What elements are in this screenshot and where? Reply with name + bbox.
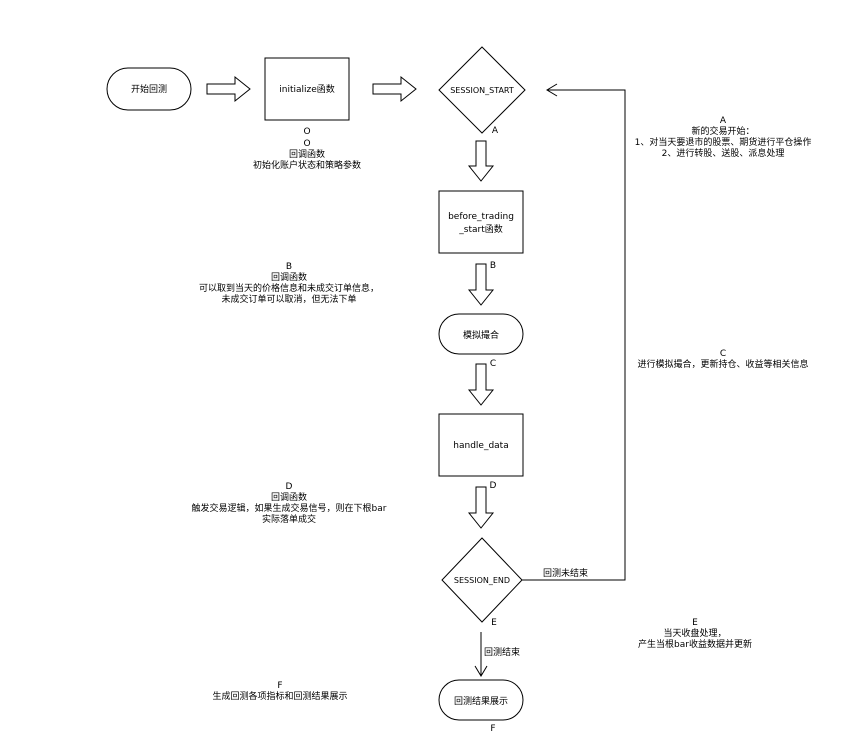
annotation-a-letter: A — [719, 116, 727, 126]
start-node: 开始回测 — [106, 67, 192, 111]
point-label-c: C — [490, 359, 496, 369]
annotation-b: B 回调函数 可以取到当天的价格信息和未成交订单信息， 未成交订单可以取消，但无… — [180, 262, 398, 306]
annotation-f-line: 生成回测各项指标和回测结果展示 — [212, 692, 348, 702]
annotation-b-line: 回调函数 — [270, 273, 307, 283]
block-arrow-start-to-init — [206, 75, 251, 103]
annotation-a-line: 新的交易开始： — [691, 127, 755, 137]
handle-data-label: handle_data — [453, 441, 508, 451]
edge-label-finished: 回测结束 — [484, 646, 520, 658]
annotation-c: C 进行模拟撮合，更新持仓、收益等相关信息 — [620, 349, 826, 371]
match-node: 模拟撮合 — [438, 313, 524, 355]
annotation-e-line: 当天收盘处理， — [663, 629, 727, 639]
block-arrow-match-to-handle — [467, 363, 495, 406]
point-label-o: O — [303, 127, 310, 137]
block-arrow-handle-to-session-end — [467, 486, 495, 529]
session-end-node: SESSION_END — [441, 537, 523, 623]
annotation-e-line: 产生当根bar收益数据并更新 — [638, 640, 752, 650]
annotation-a-line: 1、对当天要退市的股票、期货进行平仓操作 — [634, 138, 812, 148]
annotation-d-line: 触发交易逻辑，如果生成交易信号，则在下根bar — [191, 504, 387, 514]
annotation-b-line: 未成交订单可以取消，但无法下单 — [221, 295, 357, 305]
point-label-d: D — [490, 481, 497, 491]
annotation-a-line: 2、进行转股、送股、派息处理 — [661, 149, 785, 159]
point-label-a: A — [492, 126, 499, 136]
edge-label-not-finished: 回测未结束 — [543, 567, 588, 579]
annotation-d: D 回调函数 触发交易逻辑，如果生成交易信号，则在下根bar 实际落单成交 — [176, 482, 402, 526]
annotation-o-line: 初始化账户状态和策略参数 — [252, 161, 361, 171]
annotation-d-letter: D — [285, 482, 293, 492]
start-label: 开始回测 — [131, 83, 167, 95]
block-arrow-init-to-session-start — [372, 75, 417, 103]
annotation-o: O 回调函数 初始化账户状态和策略参数 — [237, 139, 377, 172]
annotation-e: E 当天收盘处理， 产生当根bar收益数据并更新 — [620, 618, 770, 651]
initialize-node: initialize函数 — [264, 57, 350, 121]
session-start-label: SESSION_START — [450, 86, 514, 95]
annotation-o-line: 回调函数 — [288, 150, 325, 160]
before-trading-label-line2: _start函数 — [458, 223, 502, 235]
point-label-f: F — [490, 724, 495, 734]
block-arrow-before-to-match — [467, 263, 495, 306]
initialize-label: initialize函数 — [279, 83, 335, 95]
before-trading-label-line1: before_trading — [448, 212, 514, 222]
annotation-d-line: 回调函数 — [270, 493, 307, 503]
annotation-o-letter: O — [303, 139, 311, 149]
annotation-c-letter: C — [719, 349, 727, 359]
before-trading-node: before_trading _start函数 — [438, 190, 524, 254]
result-label: 回测结果展示 — [454, 695, 508, 707]
session-start-node: SESSION_START — [438, 46, 526, 134]
handle-data-node: handle_data — [438, 413, 524, 477]
annotation-c-line: 进行模拟撮合，更新持仓、收益等相关信息 — [637, 360, 809, 370]
point-label-b: B — [490, 261, 496, 271]
annotation-b-line: 可以取到当天的价格信息和未成交订单信息， — [198, 284, 379, 294]
annotation-e-letter: E — [692, 618, 698, 628]
loop-back-connector — [522, 83, 626, 581]
point-label-e: E — [491, 618, 497, 628]
annotation-d-line: 实际落单成交 — [261, 515, 316, 525]
finished-connector — [474, 632, 488, 677]
annotation-a: A 新的交易开始： 1、对当天要退市的股票、期货进行平仓操作 2、进行转股、送股… — [620, 116, 826, 160]
result-node: 回测结果展示 — [438, 679, 524, 721]
annotation-f: F 生成回测各项指标和回测结果展示 — [190, 681, 370, 703]
match-label: 模拟撮合 — [463, 329, 499, 341]
annotation-f-letter: F — [277, 681, 283, 691]
block-arrow-session-start-to-before — [467, 140, 495, 182]
annotation-b-letter: B — [285, 262, 293, 272]
session-end-label: SESSION_END — [454, 576, 510, 585]
